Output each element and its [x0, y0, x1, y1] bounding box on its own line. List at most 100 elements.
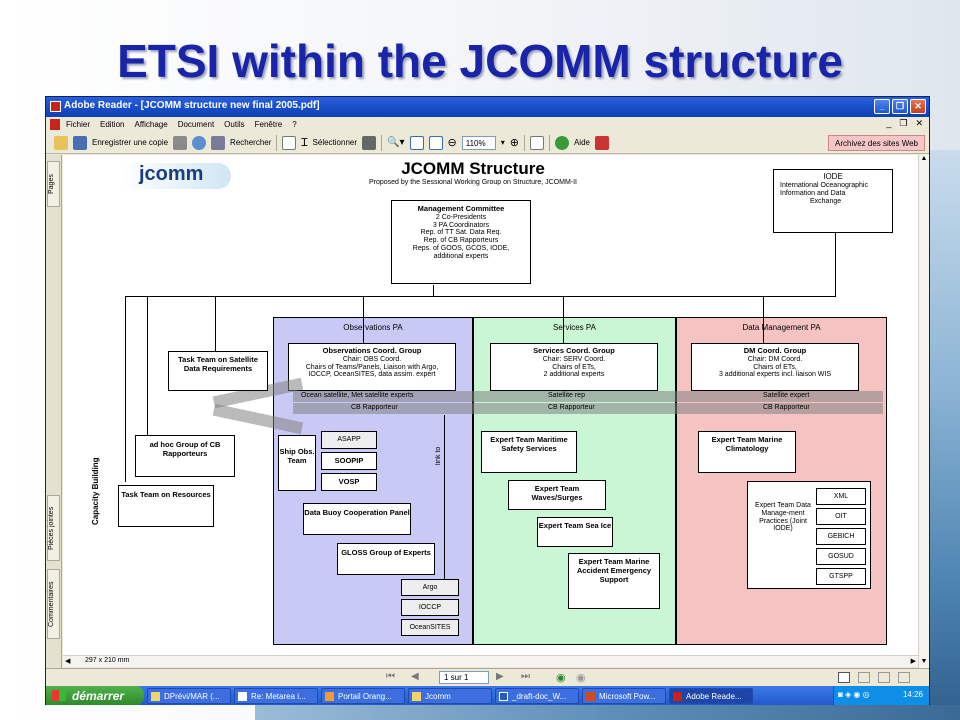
iode-box: IODE International Oceanographic Informa…: [773, 169, 893, 233]
dmp-item-label: OIT: [835, 513, 847, 520]
save-copy-button[interactable]: Enregistrer une copie: [92, 138, 169, 147]
management-line: additional experts: [433, 252, 489, 260]
services-coord-group-box: Services Coord. Group Chair: SERV Coord.…: [490, 343, 658, 391]
fit-width-icon[interactable]: [428, 135, 443, 150]
management-committee-box: Management Committee 2 Co-Presidents 3 P…: [391, 200, 531, 284]
facing-view-icon[interactable]: [878, 672, 890, 683]
menu-fenetre[interactable]: Fenêtre: [254, 120, 283, 129]
taskbar-item-label: DPrévi/MAR (...: [164, 691, 220, 701]
select-button[interactable]: Sélectionner: [312, 138, 358, 147]
et-sea-ice-box: Expert Team Sea Ice: [537, 517, 613, 547]
bar-label: CB Rapporteur: [351, 404, 398, 411]
scroll-down-arrow-icon[interactable]: ▼: [920, 658, 928, 665]
restore-button[interactable]: ❐: [892, 99, 908, 114]
iode-line: Information and Data: [780, 189, 846, 197]
connector-line: [563, 296, 564, 344]
adobe-reader-icon: [673, 691, 682, 701]
zoom-out-icon[interactable]: ⊖: [447, 137, 457, 149]
scroll-left-arrow-icon[interactable]: ◀: [65, 658, 71, 665]
window-titlebar[interactable]: Adobe Reader - [JCOMM structure new fina…: [46, 97, 929, 117]
save-icon[interactable]: [73, 135, 87, 150]
yahoo-icon[interactable]: [594, 135, 609, 150]
binoculars-icon: [211, 135, 226, 150]
email-icon[interactable]: [192, 135, 207, 150]
taskbar-item[interactable]: DPrévi/MAR (...: [147, 687, 231, 704]
help-button[interactable]: Aide: [573, 138, 590, 147]
obs-link-box: Argo: [401, 579, 459, 596]
link-to-label: link to: [435, 446, 442, 465]
data-buoy-panel-box: Data Buoy Cooperation Panel: [303, 503, 411, 535]
zoom-level-input[interactable]: 110%: [461, 135, 496, 150]
taskbar-item[interactable]: Microsoft Pow...: [582, 687, 666, 704]
continuous-facing-view-icon[interactable]: [898, 672, 910, 683]
next-page-icon[interactable]: ▶: [496, 671, 504, 682]
hand-tool-icon[interactable]: [282, 135, 297, 150]
tab-pages[interactable]: Pages: [47, 161, 60, 207]
data-buoy-panel-label: Data Buoy Cooperation Panel: [304, 508, 410, 517]
taskbar-item[interactable]: Jcomm: [408, 687, 492, 704]
menu-affichage[interactable]: Affichage: [134, 120, 168, 129]
observations-coord-group-box: Observations Coord. Group Chair: OBS Coo…: [288, 343, 456, 391]
minimize-button[interactable]: _: [874, 99, 890, 114]
print-icon[interactable]: [173, 135, 188, 150]
pages-view-icon[interactable]: [529, 135, 544, 150]
snapshot-icon[interactable]: [362, 135, 377, 150]
management-line: Rep. of CB Rapporteurs: [423, 237, 499, 245]
page-size-label: 297 x 210 mm: [85, 657, 130, 664]
first-page-icon[interactable]: ⏮: [386, 671, 395, 682]
menu-fichier[interactable]: Fichier: [66, 120, 91, 129]
adobe-reader-window[interactable]: Adobe Reader - [JCOMM structure new fina…: [45, 96, 930, 705]
tab-comments[interactable]: Commentaires: [47, 569, 60, 639]
close-button[interactable]: ✕: [910, 99, 926, 114]
doc-restore-button[interactable]: ❐: [899, 118, 908, 128]
vertical-scrollbar[interactable]: ▲ ▼: [918, 155, 929, 668]
next-view-icon[interactable]: ◉: [576, 672, 586, 684]
taskbar-item[interactable]: Portail Orang...: [321, 687, 405, 704]
taskbar-item[interactable]: Re: Metarea i...: [234, 687, 318, 704]
services-coord-group-title: Services Coord. Group: [533, 346, 615, 355]
taskbar-item-label: Microsoft Pow...: [599, 691, 656, 701]
previous-page-icon[interactable]: ◀: [411, 671, 419, 682]
doc-minimize-button[interactable]: _: [886, 118, 892, 128]
scroll-up-arrow-icon[interactable]: ▲: [920, 155, 928, 162]
tab-attachments[interactable]: Pièces jointes: [47, 495, 60, 561]
taskbar-item-active[interactable]: Adobe Reade...: [669, 687, 753, 704]
zoom-in-icon[interactable]: ⊕: [509, 137, 519, 149]
last-page-icon[interactable]: ⏭: [521, 671, 530, 682]
ship-obs-team-box: Ship Obs. Team: [278, 435, 316, 491]
et-maritime-safety-label: Expert Team Maritime Safety Services: [490, 435, 568, 453]
fit-page-icon[interactable]: [409, 135, 424, 150]
menu-help[interactable]: ?: [292, 120, 297, 129]
decorative-ice-image: [928, 150, 960, 720]
pdf-document-view[interactable]: jcomm JCOMM Structure Proposed by the Se…: [63, 155, 918, 655]
zoom-in-tool-icon[interactable]: 🔍▾: [387, 137, 405, 148]
connector-line: [125, 296, 126, 482]
task-team-resources-label: Task Team on Resources: [121, 490, 211, 499]
taskbar-item[interactable]: _draft-doc_W...: [495, 687, 579, 704]
horizontal-scrollbar[interactable]: ◀ 297 x 210 mm ▶: [63, 655, 918, 667]
task-team-satellite-box: Task Team on Satellite Data Requirements: [168, 351, 268, 391]
previous-view-icon[interactable]: ◉: [556, 672, 566, 684]
taskbar-item-label: _draft-doc_W...: [512, 691, 567, 701]
dmp-item-label: XML: [833, 493, 849, 500]
menu-document[interactable]: Document: [177, 120, 215, 129]
zoom-dropdown-chevron-icon[interactable]: ▾: [500, 138, 505, 147]
connector-line: [433, 285, 434, 297]
start-button[interactable]: démarrer: [46, 686, 144, 705]
group-line: Chairs of ETs,: [552, 363, 596, 371]
archive-websites-button[interactable]: Archivez des sites Web: [828, 135, 925, 151]
page-number-input[interactable]: 1 sur 1: [439, 671, 489, 684]
scroll-right-arrow-icon[interactable]: ▶: [910, 658, 916, 665]
doc-close-button[interactable]: ✕: [915, 118, 923, 128]
connector-line: [835, 233, 836, 297]
tray-icons[interactable]: ◙ ◈ ◉ ◎: [838, 690, 870, 699]
single-page-view-icon[interactable]: [838, 672, 850, 683]
open-folder-icon[interactable]: [54, 135, 68, 150]
search-button[interactable]: Rechercher: [230, 138, 272, 147]
navigation-statusbar: ⏮ ◀ 1 sur 1 ▶ ⏭ ◉ ◉: [46, 668, 929, 686]
toolbar-divider: [548, 134, 550, 151]
window-title: Adobe Reader - [JCOMM structure new fina…: [64, 100, 320, 111]
menu-outils[interactable]: Outils: [224, 120, 245, 129]
continuous-view-icon[interactable]: [858, 672, 870, 683]
menu-edition[interactable]: Edition: [100, 120, 125, 129]
